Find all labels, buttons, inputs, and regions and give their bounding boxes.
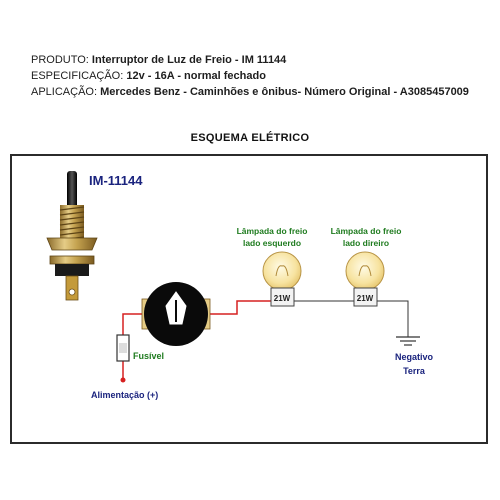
ground-label-1: Negativo xyxy=(395,352,434,362)
diagram-title: ESQUEMA ELÉTRICO xyxy=(190,132,310,144)
aplicacao-label: APLICAÇÃO: xyxy=(31,86,98,98)
lamp-left-wattage: 21W xyxy=(274,294,291,303)
especificacao-value: 12v - 16A - normal fechado xyxy=(126,70,266,82)
aplicacao-value: Mercedes Benz - Caminhões e ônibus- Núme… xyxy=(100,86,469,98)
lamp-left-icon xyxy=(262,251,302,307)
produto-value: Interruptor de Luz de Freio - IM 11144 xyxy=(91,54,287,66)
lamp-right-wattage: 21W xyxy=(357,294,374,303)
fuse xyxy=(116,334,130,362)
produto-label: PRODUTO: xyxy=(31,54,89,66)
lamp-left-label-2: lado esquerdo xyxy=(243,238,301,248)
brake-switch-image xyxy=(46,171,98,301)
produto-line: PRODUTO: Interruptor de Luz de Freio - I… xyxy=(31,52,469,68)
lamp-right-icon xyxy=(345,251,385,307)
ground-label-2: Terra xyxy=(403,366,426,376)
especificacao-line: ESPECIFICAÇÃO: 12v - 16A - normal fechad… xyxy=(31,68,469,84)
wires xyxy=(120,300,409,383)
lamp-right-label-1: Lâmpada do freio xyxy=(331,226,402,236)
part-code-label: IM-11144 xyxy=(89,173,143,188)
aplicacao-line: APLICAÇÃO: Mercedes Benz - Caminhões e ô… xyxy=(31,84,469,100)
switch-symbol xyxy=(141,282,211,346)
fuse-label: Fusível xyxy=(133,351,164,361)
lamp-right-label-2: lado direiro xyxy=(343,238,389,248)
lamp-left-label-1: Lâmpada do freio xyxy=(237,226,308,236)
especificacao-label: ESPECIFICAÇÃO: xyxy=(31,70,124,82)
supply-label: Alimentação (+) xyxy=(91,390,158,400)
product-header: PRODUTO: Interruptor de Luz de Freio - I… xyxy=(31,52,469,100)
diagram-frame xyxy=(10,154,488,444)
ground-icon xyxy=(396,336,420,346)
